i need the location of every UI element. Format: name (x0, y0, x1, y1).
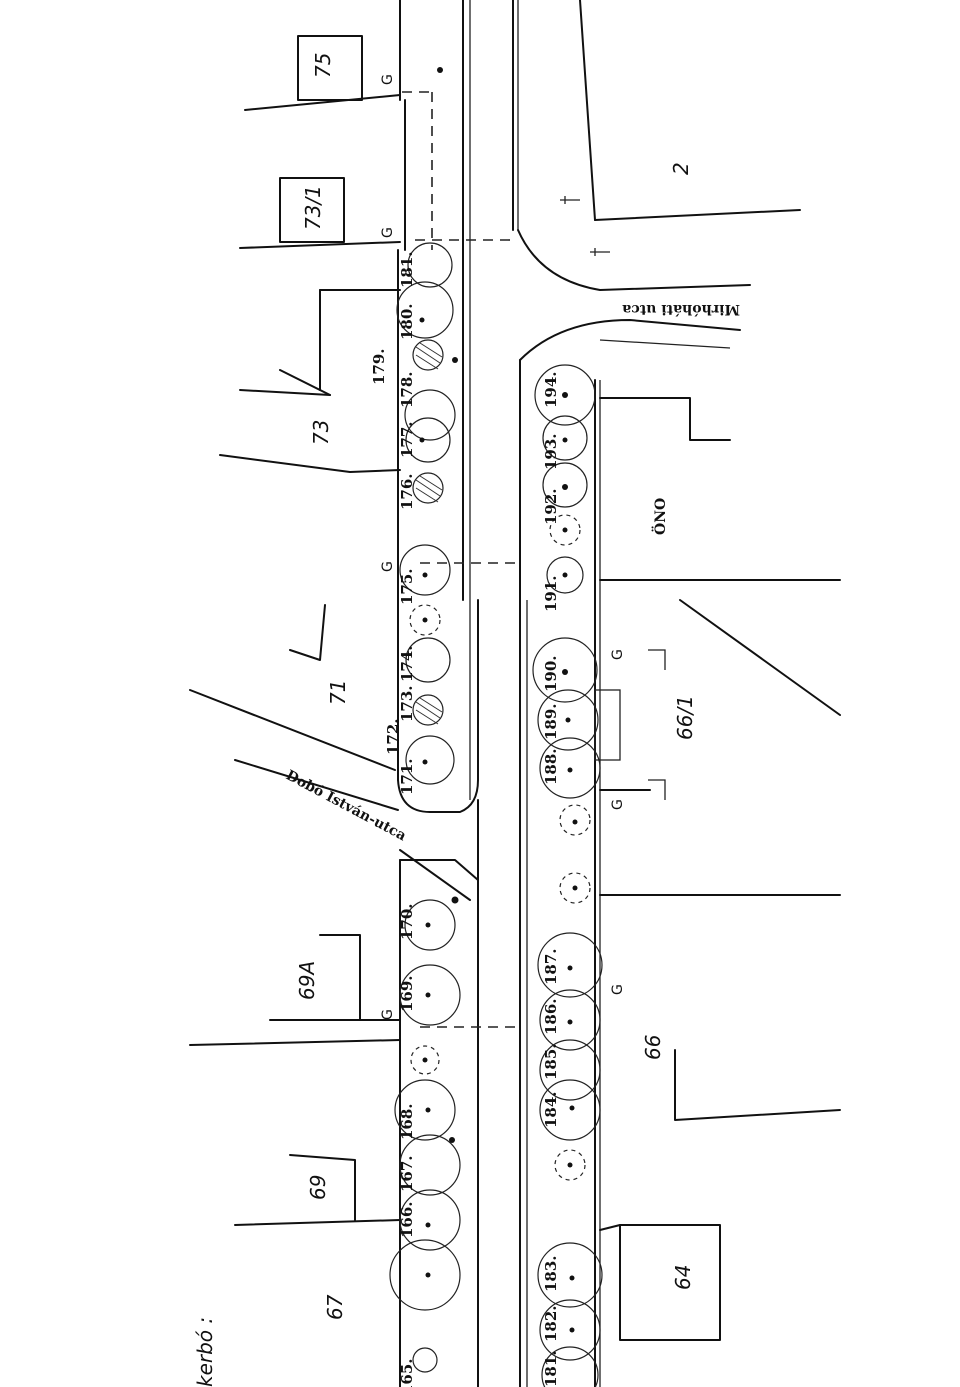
tree-label-167: 167. (398, 1155, 416, 1192)
tree-label-186: 186. (542, 998, 560, 1035)
south-tree-labels: 181. 182. 183. 184. 185. 186. 187. 188. … (542, 371, 560, 1387)
gas-mark: G (380, 561, 396, 572)
tree-label-181-south: 181. (542, 1350, 560, 1387)
plot-73-1: 73/1 (301, 185, 325, 230)
mirhohati-street-label: Mirhóháti utca (622, 301, 740, 317)
tree-label-183: 183. (542, 1255, 560, 1292)
margin-note: kerbó : (193, 1317, 217, 1387)
gas-mark: G (610, 984, 626, 995)
tree-label-180: 180. (398, 303, 416, 340)
tree-label-191: 191. (542, 575, 560, 612)
gas-marks: G G G G G G G (380, 74, 626, 1020)
gas-mark: G (380, 74, 396, 85)
plot-66-1: 66/1 (673, 695, 697, 740)
plot-2: 2 (669, 162, 693, 175)
utility-lines (402, 91, 520, 1028)
hatched-crowns (412, 339, 444, 726)
ono-label: ÖNO (650, 498, 669, 535)
south-side-trees (532, 364, 603, 1387)
tree-label-188: 188. (542, 748, 560, 785)
gas-mark: G (610, 649, 626, 660)
tree-label-171: 171. (398, 758, 416, 795)
tree-label-170: 170. (398, 903, 416, 940)
tree-label-194: 194. (542, 371, 560, 408)
tree-label-173: 173. (398, 685, 416, 722)
plot-69a: 69A (295, 961, 319, 1000)
tree-label-189: 189. (542, 703, 560, 740)
plot-66: 66 (641, 1035, 665, 1060)
gas-mark: G (380, 227, 396, 238)
plot-75: 75 (311, 53, 335, 78)
tree-label-176: 176. (398, 473, 416, 510)
dobo-street-label: Dobó István-utca (283, 767, 409, 844)
plot-73: 73 (309, 420, 333, 445)
tree-label-192: 192. (542, 488, 560, 525)
north-side-trees (389, 242, 461, 1373)
plot-69: 69 (306, 1175, 330, 1200)
gas-mark: G (380, 1009, 396, 1020)
tree-label-193: 193. (542, 433, 560, 470)
gas-mark: G (610, 799, 626, 810)
tree-label-169: 169. (398, 975, 416, 1012)
tree-label-187: 187. (542, 948, 560, 985)
street-outline (397, 0, 751, 1387)
tree-label-166: 166. (398, 1201, 416, 1238)
tree-label-185: 185. (542, 1043, 560, 1080)
tree-label-181-north: 181. (398, 251, 416, 288)
tree-label-172: 172. (384, 718, 402, 755)
hydrant-symbols (560, 196, 610, 256)
plot-67: 67 (323, 1294, 347, 1320)
plot-labels: 75 73/1 73 71 69A 69 67 66/1 66 64 2 (295, 53, 697, 1320)
tree-label-177: 177. (398, 421, 416, 458)
tree-label-179: 179. (370, 348, 388, 385)
dobo-street-edges (189, 689, 471, 901)
tree-label-190: 190. (542, 655, 560, 692)
plot-outlines (189, 0, 841, 1341)
tree-label-178: 178. (398, 371, 416, 408)
tree-label-184: 184. (542, 1091, 560, 1128)
tree-trunks (419, 67, 578, 1333)
tree-label-175: 175. (398, 568, 416, 605)
tree-label-168: 168. (398, 1103, 416, 1140)
tree-label-174: 174. (398, 645, 416, 682)
tree-label-182: 182. (542, 1305, 560, 1342)
plot-64: 64 (671, 1265, 695, 1290)
tree-label-165: 165. (398, 1358, 416, 1387)
plot-71: 71 (326, 680, 350, 705)
north-tree-labels: 165. 166. 167. 168. 169. 170. 171. 172. … (370, 251, 416, 1387)
